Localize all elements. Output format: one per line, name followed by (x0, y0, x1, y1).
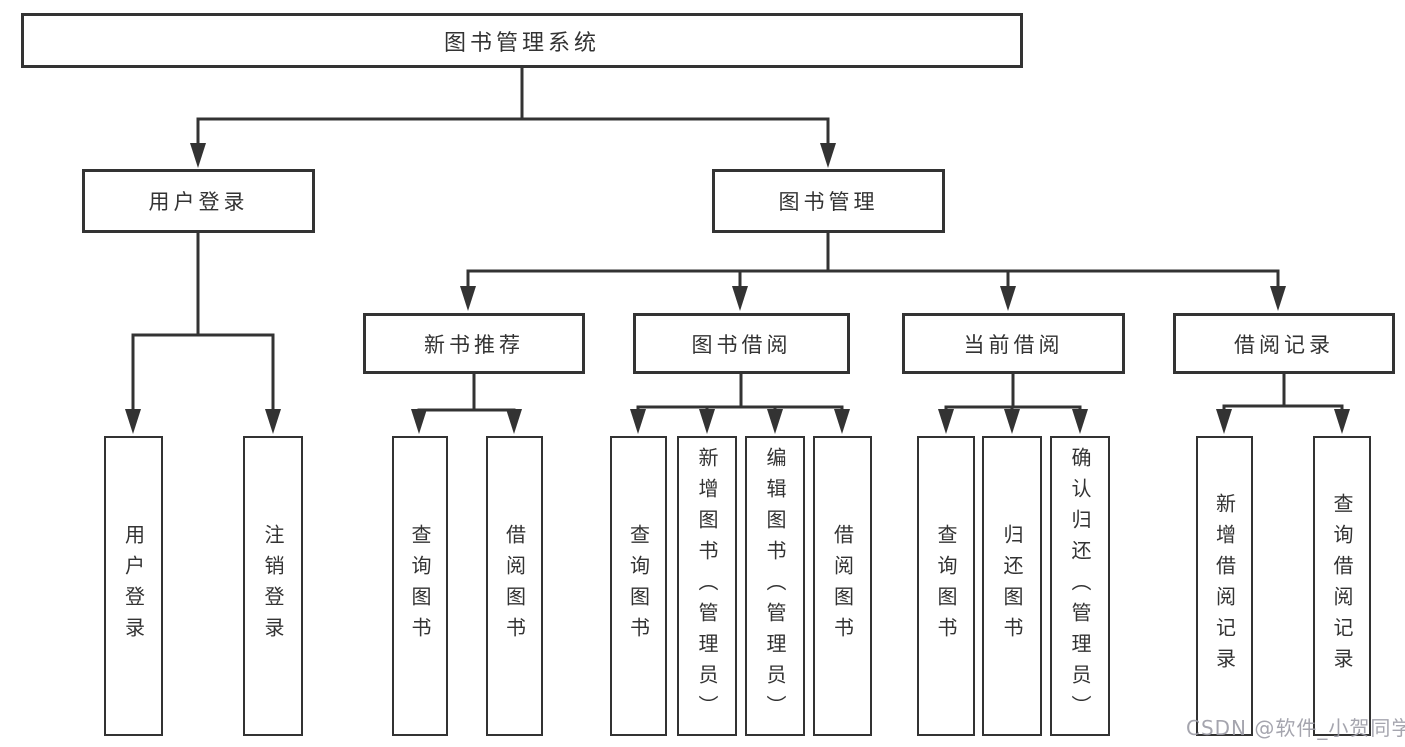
arrow-down-icon (767, 409, 783, 434)
node-borrow-books: 借阅图书 (813, 436, 872, 736)
arrow-down-icon (1216, 409, 1232, 434)
arrow-down-icon (834, 409, 850, 434)
node-label: 借阅图书 (830, 524, 855, 648)
node-new-book-recommend: 新书推荐 (363, 313, 585, 374)
node-label: 用户登录 (121, 524, 146, 648)
edge-book-borrowing-to-leaves (630, 374, 850, 434)
node-label: 用户登录 (148, 190, 249, 214)
node-label: 查询图书 (626, 524, 651, 648)
node-borrow-books-recommend: 借阅图书 (486, 436, 543, 736)
arrow-down-icon (265, 409, 281, 434)
arrow-down-icon (1334, 409, 1350, 434)
edge-borrowing-records-to-leaves (1216, 374, 1350, 434)
edge-book-management-to-level3 (460, 233, 1286, 311)
node-label: 当前借阅 (963, 332, 1064, 357)
node-label: 借阅记录 (1234, 332, 1334, 357)
node-label: 新书推荐 (424, 332, 524, 357)
arrow-down-icon (1072, 409, 1088, 434)
node-label: 查询图书 (408, 524, 432, 648)
csdn-watermark: CSDN @软件_小贺同学 (1186, 716, 1405, 740)
arrow-down-icon (125, 409, 141, 434)
arrow-down-icon (190, 143, 206, 168)
node-label: 注销登录 (261, 524, 285, 648)
node-label: 图书借阅 (691, 332, 792, 357)
node-root-system: 图书管理系统 (21, 13, 1023, 68)
arrow-down-icon (411, 409, 427, 434)
node-label: 查询借阅记录 (1330, 493, 1354, 679)
edge-user-login-to-leaves (125, 233, 281, 434)
node-add-borrow-record: 新增借阅记录 (1196, 436, 1253, 736)
node-label: 图书管理 (778, 190, 879, 214)
node-label: 新增图书（管理员） (695, 446, 719, 726)
node-edit-books-admin: 编辑图书（管理员） (745, 436, 805, 736)
node-logout: 注销登录 (243, 436, 303, 736)
node-query-books-recommend: 查询图书 (392, 436, 448, 736)
edge-current-borrowing-to-leaves (938, 374, 1088, 434)
arrow-down-icon (460, 286, 476, 311)
node-label: 编辑图书（管理员） (763, 446, 787, 726)
node-current-borrowing: 当前借阅 (902, 313, 1125, 374)
edge-root-to-level2 (190, 68, 836, 168)
node-book-management: 图书管理 (712, 169, 945, 233)
edge-new-book-recommend-to-leaves (411, 374, 522, 434)
arrow-down-icon (506, 409, 522, 434)
arrow-down-icon (732, 286, 748, 311)
node-add-books-admin: 新增图书（管理员） (677, 436, 737, 736)
node-label: 图书管理系统 (443, 30, 600, 56)
node-confirm-return-admin: 确认归还（管理员） (1050, 436, 1110, 736)
arrow-down-icon (1004, 409, 1020, 434)
arrow-down-icon (1000, 286, 1016, 311)
node-label: 查询图书 (934, 524, 958, 648)
node-query-books-borrow: 查询图书 (610, 436, 667, 736)
node-label: 新增借阅记录 (1212, 493, 1237, 679)
node-user-login: 用户登录 (82, 169, 315, 233)
node-borrowing-records: 借阅记录 (1173, 313, 1395, 374)
node-query-books-current: 查询图书 (917, 436, 975, 736)
arrow-down-icon (630, 409, 646, 434)
node-user-login-leaf: 用户登录 (104, 436, 163, 736)
node-return-books: 归还图书 (982, 436, 1042, 736)
node-label: 借阅图书 (502, 524, 527, 648)
node-query-borrow-record: 查询借阅记录 (1313, 436, 1371, 736)
arrow-down-icon (938, 409, 954, 434)
arrow-down-icon (1270, 286, 1286, 311)
node-label: 归还图书 (1000, 524, 1024, 648)
arrow-down-icon (699, 409, 715, 434)
node-book-borrowing: 图书借阅 (633, 313, 850, 374)
node-label: 确认归还（管理员） (1068, 446, 1092, 726)
arrow-down-icon (820, 143, 836, 168)
